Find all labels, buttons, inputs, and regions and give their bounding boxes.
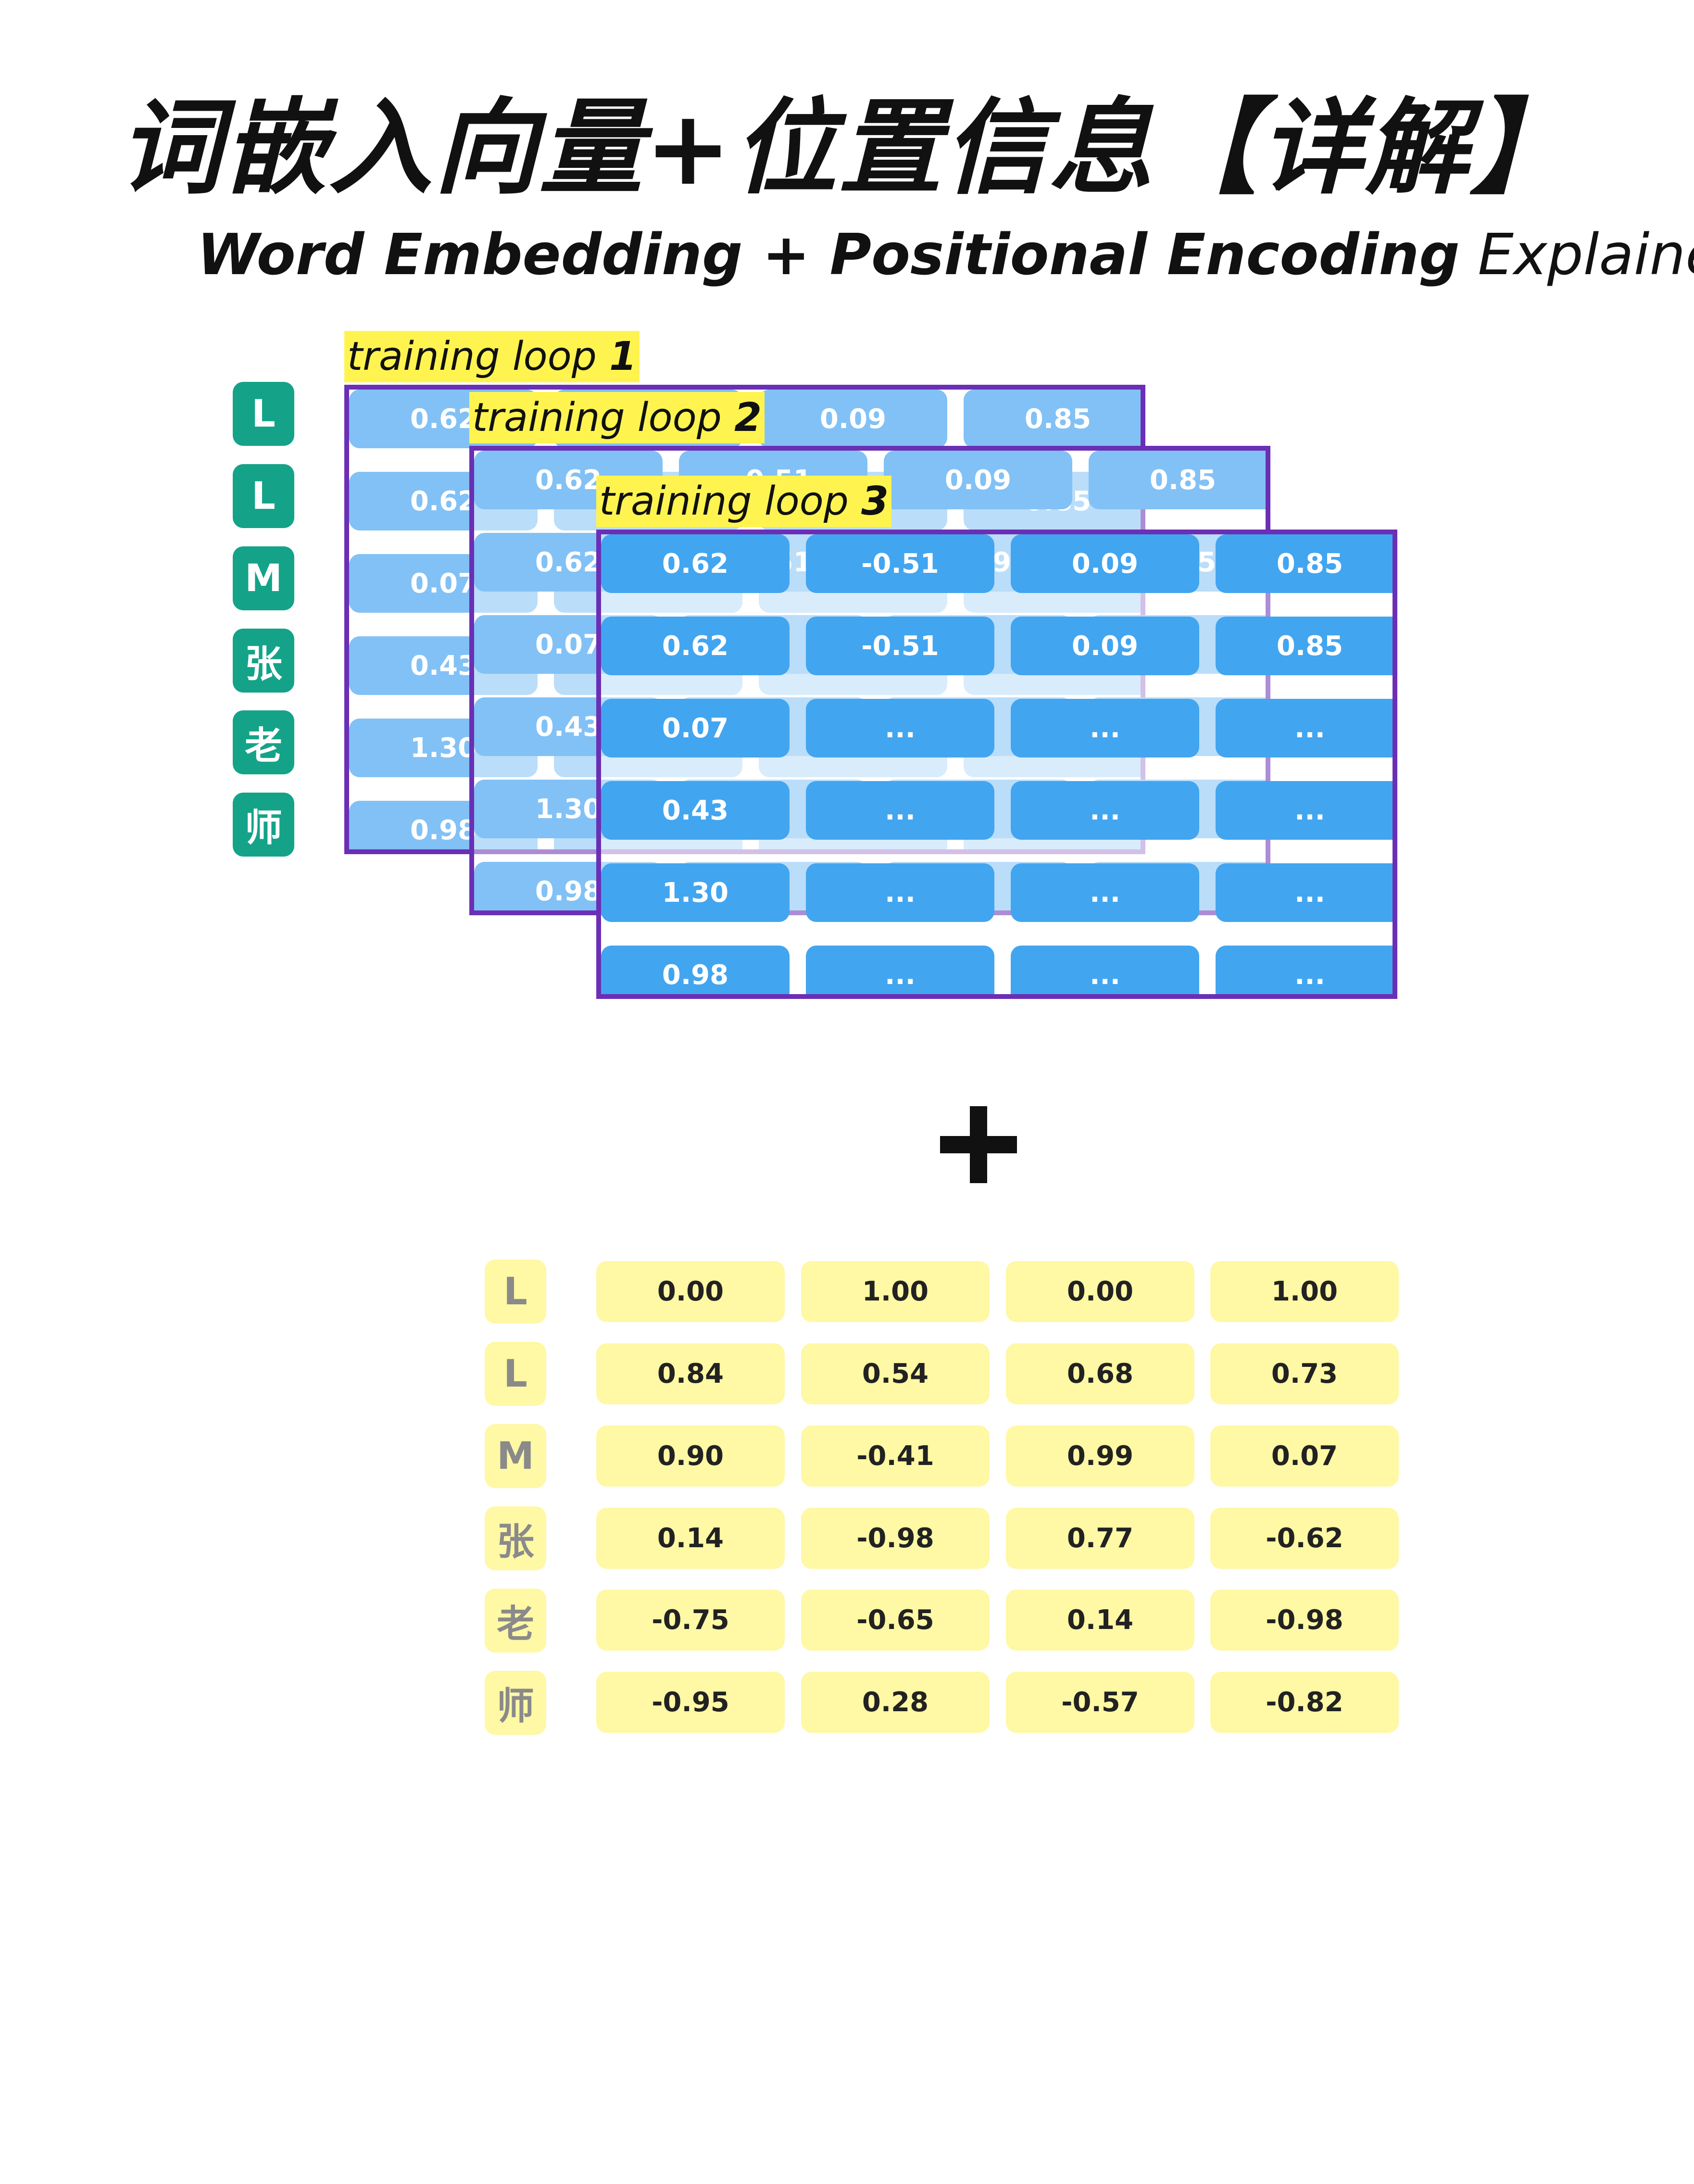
subtitle-bold: Word Embedding + Positional Encoding xyxy=(197,221,1460,288)
embedding-cell: 0.62 xyxy=(601,617,790,675)
label-text: training loop xyxy=(472,395,734,441)
embedding-cell: ... xyxy=(1216,699,1393,757)
plus-icon xyxy=(940,1106,1017,1183)
embedding-cell: 0.85 xyxy=(1216,534,1393,593)
embedding-cell: 0.85 xyxy=(1089,451,1266,509)
embedding-cell: 0.85 xyxy=(964,390,1141,448)
positional-cell: -0.41 xyxy=(801,1426,990,1487)
embedding-cell: 0.62 xyxy=(601,534,790,593)
embedding-cell: ... xyxy=(806,863,994,922)
embedding-cell: 0.09 xyxy=(759,390,947,448)
positional-cell: -0.75 xyxy=(596,1590,785,1651)
positional-cell: 0.68 xyxy=(1006,1343,1194,1404)
positional-cell: 0.77 xyxy=(1006,1508,1194,1569)
positional-cell: 0.28 xyxy=(801,1672,990,1733)
embedding-cell: 0.09 xyxy=(1011,534,1199,593)
page-subtitle: Word Embedding + Positional Encoding Exp… xyxy=(197,226,1694,283)
positional-cell: -0.98 xyxy=(1210,1590,1399,1651)
embedding-cell: ... xyxy=(1011,946,1199,994)
embedding-cell: ... xyxy=(1216,781,1393,840)
embedding-cell: 0.09 xyxy=(884,451,1072,509)
token-label: M xyxy=(233,546,294,610)
token-label: 张 xyxy=(233,629,294,693)
positional-cell: -0.82 xyxy=(1210,1672,1399,1733)
label-text: training loop xyxy=(347,334,609,379)
embedding-cell: 1.30 xyxy=(601,863,790,922)
training-loop-label: training loop 3 xyxy=(596,476,892,527)
embedding-cell: 0.98 xyxy=(474,862,663,910)
embedding-cell: ... xyxy=(806,699,994,757)
positional-cell: 0.14 xyxy=(596,1508,785,1569)
positional-cell: 0.84 xyxy=(596,1343,785,1404)
positional-cell: -0.95 xyxy=(596,1672,785,1733)
token-label: 老 xyxy=(485,1589,546,1653)
embedding-layer-3: 0.62 -0.51 0.09 0.85 0.62 -0.51 0.09 0.85 0.07..… xyxy=(596,530,1397,999)
embedding-cell: -0.51 xyxy=(806,534,994,593)
embedding-cell: ... xyxy=(1216,946,1393,994)
embedding-cell: 0.43 xyxy=(601,781,790,840)
embedding-cell: -0.51 xyxy=(806,617,994,675)
embedding-cell: ... xyxy=(1011,863,1199,922)
embedding-cell: ... xyxy=(1011,699,1199,757)
token-label: 师 xyxy=(485,1671,546,1735)
embedding-cell: ... xyxy=(1216,863,1393,922)
positional-cell: 0.73 xyxy=(1210,1343,1399,1404)
token-label: L xyxy=(485,1260,546,1324)
label-number: 1 xyxy=(609,334,637,379)
token-label: M xyxy=(485,1424,546,1488)
positional-cell: 0.00 xyxy=(596,1261,785,1322)
token-label: L xyxy=(485,1342,546,1406)
embedding-cell: ... xyxy=(806,946,994,994)
positional-cell: 1.00 xyxy=(801,1261,990,1322)
positional-cell: -0.65 xyxy=(801,1590,990,1651)
positional-cell: 0.90 xyxy=(596,1426,785,1487)
positional-cell: 1.00 xyxy=(1210,1261,1399,1322)
embedding-cell: 0.09 xyxy=(1011,617,1199,675)
positional-cell: 0.07 xyxy=(1210,1426,1399,1487)
positional-cell: 0.54 xyxy=(801,1343,990,1404)
token-label: 老 xyxy=(233,710,294,774)
embedding-cell: 0.62 xyxy=(474,451,663,509)
embedding-cell: ... xyxy=(1011,781,1199,840)
embedding-cell: 0.98 xyxy=(601,946,790,994)
token-label: 师 xyxy=(233,793,294,857)
embedding-cell: 0.07 xyxy=(601,699,790,757)
positional-cell: 0.14 xyxy=(1006,1590,1194,1651)
label-number: 2 xyxy=(734,395,762,441)
training-loop-label: training loop 1 xyxy=(344,331,640,382)
positional-cell: -0.98 xyxy=(801,1508,990,1569)
positional-cell: 0.00 xyxy=(1006,1261,1194,1322)
embedding-cell: 0.85 xyxy=(1216,617,1393,675)
training-loop-label: training loop 2 xyxy=(469,392,765,443)
token-label: L xyxy=(233,464,294,528)
label-text: training loop xyxy=(599,479,861,524)
label-number: 3 xyxy=(861,479,889,524)
positional-cell: -0.57 xyxy=(1006,1672,1194,1733)
token-label: 张 xyxy=(485,1506,546,1570)
token-label: L xyxy=(233,382,294,446)
embedding-cell: ... xyxy=(806,781,994,840)
subtitle-normal: Explained xyxy=(1478,221,1694,288)
positional-cell: -0.62 xyxy=(1210,1508,1399,1569)
positional-cell: 0.99 xyxy=(1006,1426,1194,1487)
page-title: 词嵌入向量+位置信息【详解】 xyxy=(118,88,1576,208)
